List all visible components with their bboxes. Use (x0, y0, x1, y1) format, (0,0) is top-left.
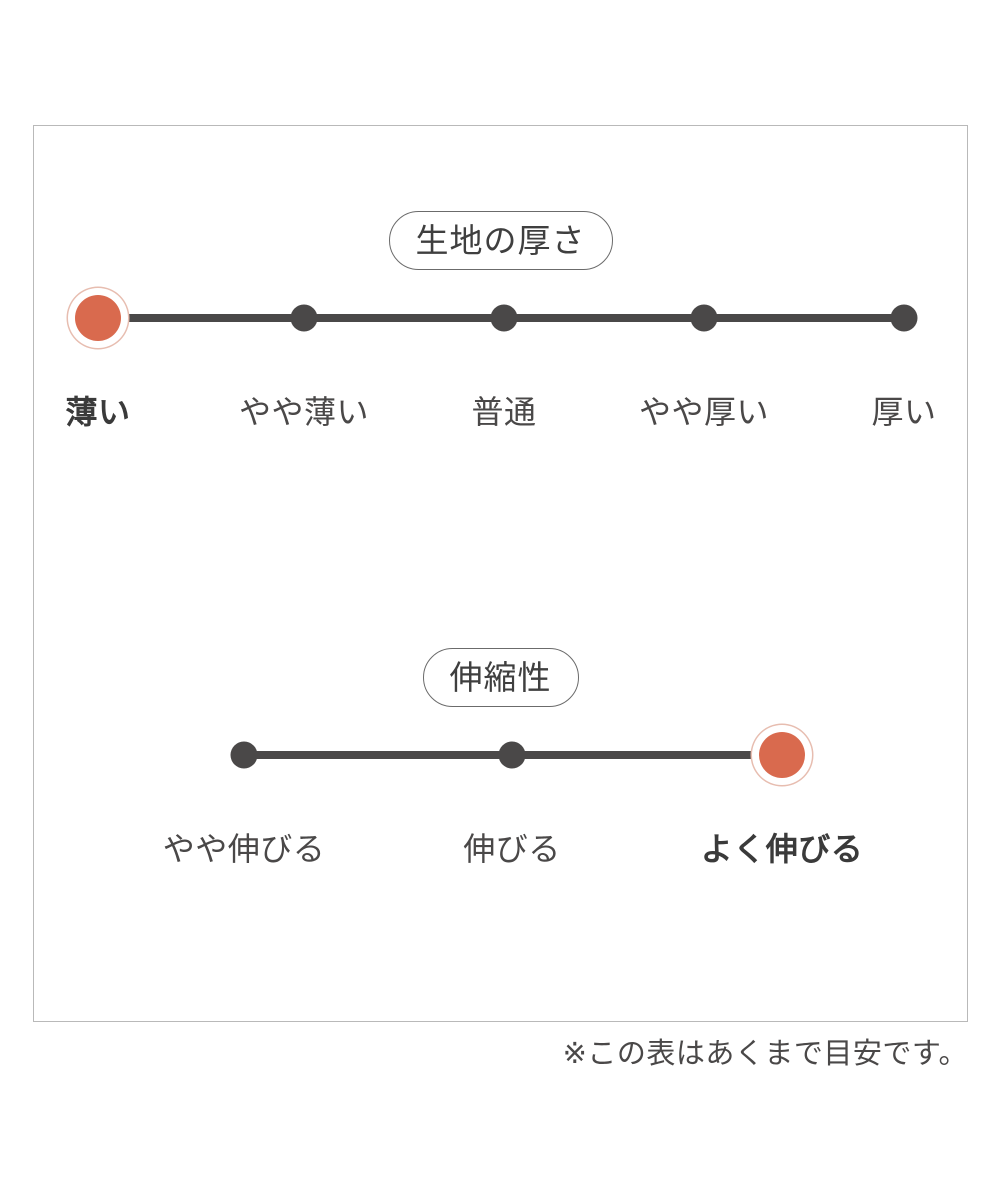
fabric-spec-card: 生地の厚さ 薄い やや薄い 普通 やや厚い 厚い 伸縮性 やや伸びる 伸びる よく伸びる (33, 125, 968, 1022)
stretch-label: やや伸びる (162, 831, 326, 867)
thickness-scale: 薄い やや薄い 普通 やや厚い 厚い (34, 295, 967, 458)
thickness-label: 薄い (65, 394, 131, 430)
thickness-marker[interactable] (490, 304, 518, 332)
stretch-marker-active[interactable] (759, 732, 805, 778)
stretch-marker[interactable] (230, 741, 258, 769)
thickness-marker[interactable] (890, 304, 918, 332)
footnote-disclaimer: ※この表はあくまで目安です。 (562, 1038, 968, 1070)
thickness-label: 普通 (471, 394, 537, 430)
thickness-label: やや厚い (638, 394, 770, 430)
thickness-title-row: 生地の厚さ (34, 211, 967, 270)
thickness-label: 厚い (871, 394, 937, 430)
section-stretch: 伸縮性 やや伸びる 伸びる よく伸びる (34, 563, 967, 895)
thickness-label: やや薄い (238, 394, 370, 430)
stretch-title-pill: 伸縮性 (422, 648, 579, 707)
thickness-marker[interactable] (690, 304, 718, 332)
stretch-title-row: 伸縮性 (34, 648, 967, 707)
stretch-marker[interactable] (498, 741, 526, 769)
thickness-title-pill: 生地の厚さ (388, 211, 613, 270)
thickness-marker[interactable] (290, 304, 318, 332)
stretch-scale: やや伸びる 伸びる よく伸びる (34, 732, 967, 895)
section-fabric-thickness: 生地の厚さ 薄い やや薄い 普通 やや厚い 厚い (34, 126, 967, 458)
stretch-label: 伸びる (463, 831, 561, 867)
thickness-marker-active[interactable] (75, 295, 121, 341)
stretch-label: よく伸びる (700, 831, 864, 867)
